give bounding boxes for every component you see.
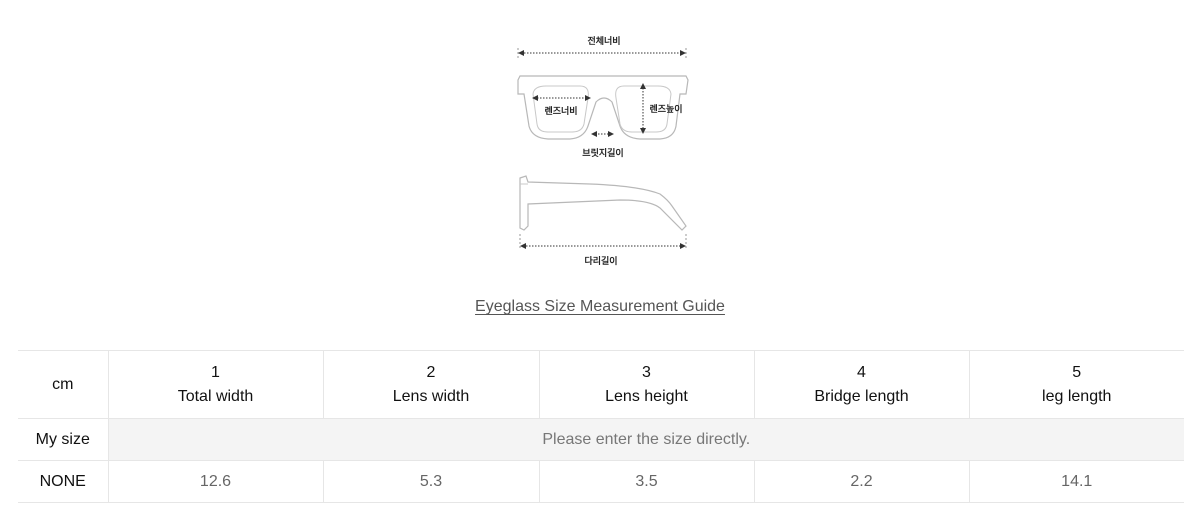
size-table: cm 1 Total width 2 Lens width 3 Lens hei…: [18, 350, 1184, 503]
table-row: NONE 12.6 5.3 3.5 2.2 14.1: [18, 460, 1184, 503]
row-label: NONE: [18, 460, 108, 503]
column-name: Total width: [177, 387, 254, 405]
column-header-leg-length: 5 leg length: [968, 350, 1184, 419]
column-name: leg length: [1042, 387, 1112, 405]
bridge-length-label: 브릿지길이: [582, 147, 623, 159]
column-name: Lens width: [392, 387, 470, 405]
eyeglass-diagram: 전체너비 렌즈너비 렌즈높이 브릿지길이: [500, 28, 700, 273]
measurement-guide-link[interactable]: Eyeglass Size Measurement Guide: [475, 298, 725, 315]
bridge-length-value: 2.2: [753, 460, 969, 503]
unit-header: cm: [18, 350, 108, 419]
column-number: 2: [426, 363, 436, 381]
lens-width-value: 5.3: [322, 460, 539, 503]
my-size-row: My size Please enter the size directly.: [18, 418, 1184, 461]
lens-width-label: 렌즈너비: [544, 105, 577, 117]
table-header-row: cm 1 Total width 2 Lens width 3 Lens hei…: [18, 350, 1184, 419]
my-size-label: My size: [18, 418, 108, 461]
column-name: Lens height: [605, 387, 688, 405]
total-width-value: 12.6: [107, 460, 323, 503]
column-number: 5: [1072, 363, 1082, 381]
leg-length-label: 다리길이: [584, 255, 617, 267]
column-header-lens-height: 3 Lens height: [538, 350, 754, 419]
lens-height-label: 렌즈높이: [649, 103, 682, 115]
total-width-label: 전체너비: [587, 35, 620, 47]
column-number: 4: [857, 363, 866, 381]
lens-height-value: 3.5: [538, 460, 754, 503]
column-header-lens-width: 2 Lens width: [322, 350, 539, 419]
leg-length-value: 14.1: [968, 460, 1184, 503]
column-name: Bridge length: [814, 387, 909, 405]
column-number: 1: [211, 363, 220, 381]
column-header-total-width: 1 Total width: [107, 350, 323, 419]
my-size-input-prompt[interactable]: Please enter the size directly.: [107, 418, 1184, 461]
column-header-bridge-length: 4 Bridge length: [753, 350, 969, 419]
column-number: 3: [642, 363, 651, 381]
